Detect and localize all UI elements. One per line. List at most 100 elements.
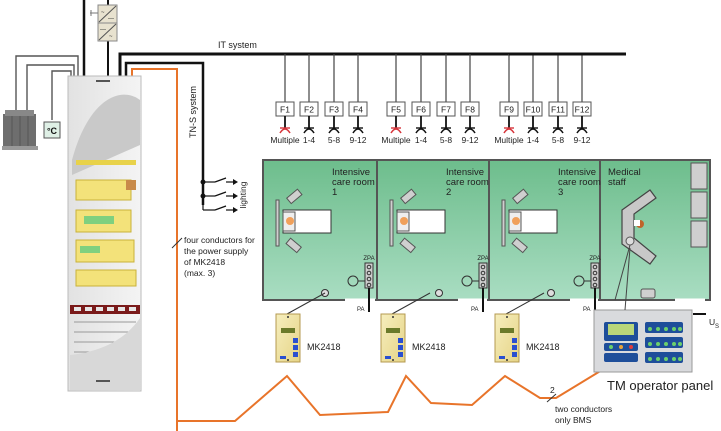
room-name-line: Intensive [558, 167, 596, 178]
fuse-f11: F11 5-8 [548, 54, 568, 145]
mk2418-device[interactable]: MK2418 [380, 292, 446, 363]
room-name-line: staff [608, 177, 626, 188]
zpa-label: ZPA [589, 256, 600, 262]
svg-text:—: — [100, 27, 106, 33]
fuse-load-label: Multiple [381, 135, 411, 145]
socket-icon [552, 128, 564, 134]
fuse-group: F1MultipleF21-4F35-8F49-12F5MultipleF61-… [270, 52, 626, 145]
socket-icon [464, 128, 476, 134]
room-name-line: Medical [608, 167, 641, 178]
feed-lines [15, 0, 626, 431]
zpa-label: ZPA [477, 256, 488, 262]
devices-group: MK2418 MK2418 MK2418 [275, 292, 560, 363]
power-supply-note: four conductors for the power supply of … [171, 235, 255, 278]
svg-text:~: ~ [109, 34, 113, 40]
fuse-f6: F6 1-4 [411, 54, 431, 145]
socket-icon [303, 128, 315, 134]
room-name-line: 2 [446, 187, 451, 198]
mk2418-device[interactable]: MK2418 [275, 292, 341, 363]
fuse-id: F3 [329, 105, 339, 115]
lighting-label: lighting [238, 181, 248, 208]
note-line: of MK2418 [184, 257, 225, 267]
device-label: MK2418 [526, 342, 560, 352]
room-name-line: 3 [558, 187, 563, 198]
fuse-id: F5 [391, 105, 401, 115]
pa-label: PA [357, 307, 365, 313]
fuse-id: F11 [551, 105, 565, 115]
pa-label: PA [583, 307, 591, 313]
fuse-id: F6 [416, 105, 426, 115]
fuse-load-label: 9-12 [349, 135, 366, 145]
room-name-line: care room [558, 177, 601, 188]
bms-note-line: two conductors [555, 404, 612, 414]
fuse-f7: F75-8 [436, 54, 456, 145]
fuse-f8: F8 9-12 [460, 54, 480, 145]
fuse-f3: F3 5-8 [324, 54, 344, 145]
fuse-load-label: 5-8 [552, 135, 565, 145]
fuse-id: F10 [526, 105, 541, 115]
tn-s-system-label: TN-S system [188, 86, 198, 138]
converter-icon: ~ — — ~ [90, 4, 118, 42]
socket-icon [415, 128, 427, 134]
socket-icon [328, 128, 340, 134]
bus-cable [176, 369, 603, 431]
fuse-load-label: 5-8 [328, 135, 341, 145]
bms-note-line: only BMS [555, 415, 592, 425]
svg-text:—: — [108, 16, 114, 22]
socket-icon [352, 128, 364, 134]
fuse-load-label: 9-12 [573, 135, 590, 145]
transformer-icon [2, 110, 38, 150]
nurse-station [614, 162, 708, 301]
fuse-f4: F4 9-12 [348, 54, 368, 145]
socket-icon [527, 128, 539, 134]
fuse-id: F12 [575, 105, 590, 115]
mk2418-device[interactable]: MK2418 [494, 292, 560, 363]
fuse-id: F8 [465, 105, 475, 115]
temperature-sensor-icon: °C [43, 121, 61, 139]
device-label: MK2418 [307, 342, 341, 352]
pa-label: PA [471, 307, 479, 313]
socket-icon [576, 128, 588, 134]
it-system-label: IT system [218, 40, 257, 50]
room-name-line: care room [332, 177, 375, 188]
note-line: the power supply [184, 246, 249, 256]
fuse-f2: F2 1-4 [299, 54, 319, 145]
socket-icon [390, 128, 402, 134]
us-label: U [709, 317, 715, 327]
tm-panel-label: TM operator panel [607, 378, 713, 393]
temperature-sensor-label: °C [47, 126, 58, 136]
fuse-load-label: 1-4 [303, 135, 316, 145]
socket-icon [279, 128, 291, 134]
fuse-load-label: 9-12 [461, 135, 478, 145]
lighting-circuit [200, 177, 238, 213]
room-name-line: Intensive [446, 167, 484, 178]
fuse-id: F2 [304, 105, 314, 115]
fuse-id: F7 [441, 105, 451, 115]
svg-text:~: ~ [101, 10, 105, 16]
fuse-load-label: Multiple [270, 135, 300, 145]
fuse-id: F9 [504, 105, 514, 115]
socket-icon [440, 128, 452, 134]
note-line: (max. 3) [184, 268, 215, 278]
room-name-line: care room [446, 177, 489, 188]
tm-operator-panel[interactable]: U S [593, 247, 719, 373]
room-name-line: 1 [332, 187, 337, 198]
socket-icon [503, 128, 515, 134]
fuse-load-label: 1-4 [415, 135, 428, 145]
distribution-cabinet [67, 75, 142, 392]
zpa-label: ZPA [363, 256, 374, 262]
device-label: MK2418 [412, 342, 446, 352]
us-subscript: S [715, 324, 719, 330]
fuse-id: F4 [353, 105, 363, 115]
room-name-line: Intensive [332, 167, 370, 178]
